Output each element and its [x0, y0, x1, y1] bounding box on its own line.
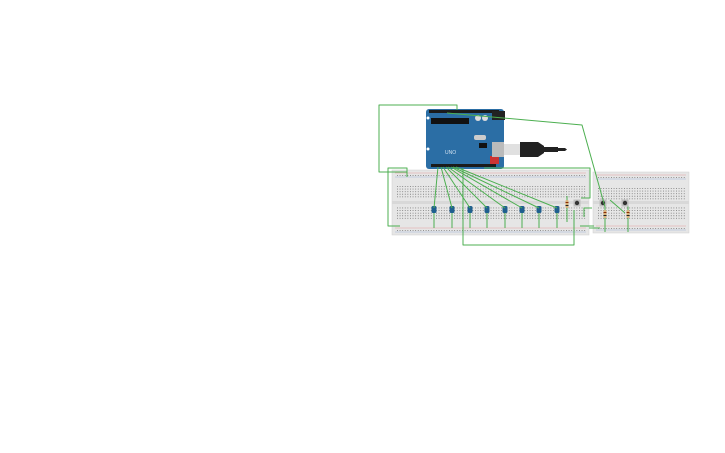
breadboard-left[interactable] [391, 169, 590, 236]
wire[interactable] [387, 167, 408, 227]
led-body [467, 206, 473, 213]
mount-hole [426, 147, 430, 151]
led[interactable] [431, 206, 437, 228]
resistor-band [626, 215, 630, 216]
power-jack [492, 111, 505, 120]
resistor[interactable] [603, 206, 607, 232]
led-body [431, 206, 437, 213]
resistor-band [565, 205, 569, 206]
usb-cord [558, 148, 567, 151]
uno-logo: UNO [445, 150, 456, 156]
resistor-band [603, 212, 607, 213]
wire[interactable] [440, 166, 453, 209]
resistor-band [565, 202, 569, 203]
wire[interactable] [452, 166, 540, 209]
resistor-body [626, 210, 630, 218]
usb-cable[interactable] [504, 142, 567, 157]
center-channel [392, 201, 589, 204]
breadboard-holes [397, 175, 586, 231]
wire[interactable] [447, 166, 506, 209]
led-body [502, 206, 508, 213]
wire[interactable] [446, 112, 606, 208]
capacitor [475, 115, 481, 121]
led-body [449, 206, 455, 213]
wire[interactable] [462, 168, 575, 246]
breadboard-holes [598, 177, 685, 229]
reset-button[interactable] [490, 156, 499, 164]
wire[interactable] [445, 166, 488, 209]
led[interactable] [484, 206, 490, 228]
pushbutton[interactable] [621, 199, 629, 207]
pushbutton-cap [574, 200, 580, 206]
usb-plug [504, 144, 520, 155]
led-body [484, 206, 490, 213]
mount-hole [426, 116, 430, 120]
usb-chip [479, 143, 487, 148]
wire[interactable] [583, 207, 592, 217]
pushbutton[interactable] [573, 199, 581, 207]
resistor-band [603, 215, 607, 216]
wire[interactable] [450, 166, 523, 209]
led[interactable] [449, 206, 455, 228]
digital-header [429, 110, 499, 113]
wire[interactable] [433, 166, 439, 209]
wire[interactable] [484, 167, 591, 199]
resistor-band [626, 212, 630, 213]
center-channel [593, 201, 689, 204]
resistor[interactable] [626, 206, 630, 232]
usb-connector [520, 142, 544, 157]
led[interactable] [467, 206, 473, 228]
resistor[interactable] [565, 196, 569, 222]
resistor-body [565, 200, 569, 208]
wire[interactable] [609, 199, 626, 214]
usb-port [492, 142, 504, 157]
usb-strain-relief [544, 147, 558, 152]
arduino-uno-board[interactable]: UNO [426, 109, 505, 169]
breadboard-right[interactable] [592, 171, 690, 234]
wire[interactable] [442, 166, 471, 209]
crystal [474, 135, 486, 140]
pushbutton-cap [622, 200, 628, 206]
atmega-chip [431, 118, 469, 124]
wire[interactable] [455, 166, 558, 209]
resistor-body [603, 210, 607, 218]
led[interactable] [502, 206, 508, 228]
analog-power-header [431, 164, 496, 167]
